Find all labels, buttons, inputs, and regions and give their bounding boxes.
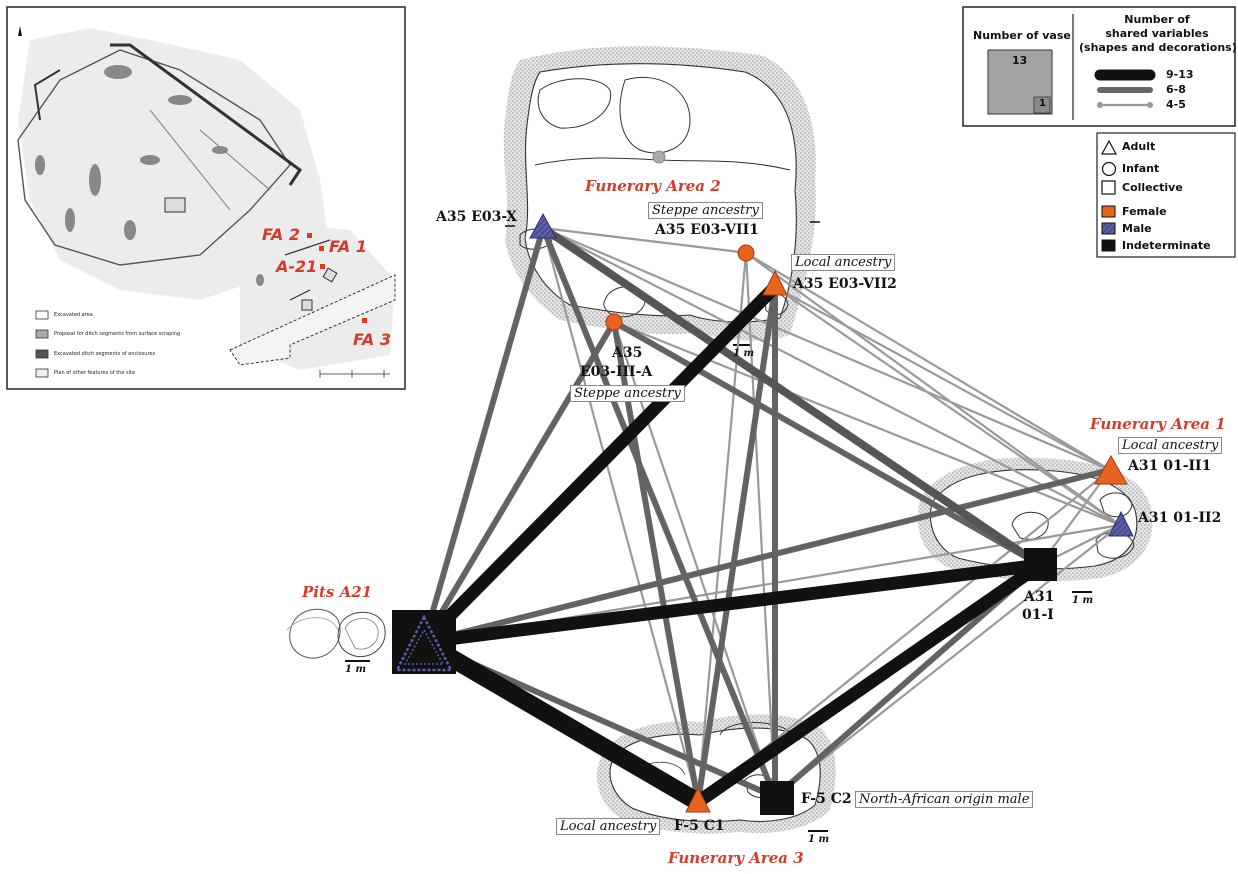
edge-iiia-i [612,319,1042,568]
edge-vii1-c1 [696,252,748,803]
edge-iiia-ii2 [613,320,1121,527]
edge-e03x-pits [421,227,546,643]
label-a35-e03-vii1: A35 E03-VII1 [655,222,759,238]
legend-shared-title-1: Number of [1124,13,1190,26]
inset-label-fa1: FA 1 [329,237,367,256]
ancestry-local-c1: Local ancestry [556,818,661,835]
a31-01-ii2-node [1108,510,1134,537]
a35-e03-vii2-node [762,269,788,296]
label-pits-a21: Pits A21 [302,583,373,601]
scale-label-fa1: 1 m [1072,595,1094,606]
scale-label-fa3: 1 m [808,834,830,845]
label-a35-e03-vii2: A35 E03-VII2 [793,276,897,292]
label-a31-01-ii2: A31 01-II2 [1138,510,1222,526]
inset-legend-1: Excavated area [54,312,93,318]
scale-label-pits: 1 m [345,664,367,675]
a35-e03-iii-a-node [605,313,623,331]
ancestry-local-ii1: Local ancestry [1118,437,1223,454]
scale-bars [345,344,1092,832]
a35-e03-vii1-node [737,244,755,262]
edge-i-c1 [694,559,1044,808]
edge-vii1-ii1 [745,252,1111,471]
edge-e03x-i [540,224,1043,569]
edge-iiia-pits [421,320,617,644]
ancestry-local-vii2: Local ancestry [791,254,896,271]
legend-shared-title-2: shared variables [1105,27,1209,40]
inset-label-fa2: FA 2 [262,225,300,244]
ancestry-steppe-vii1: Steppe ancestry [648,202,763,219]
edge-e03x-vii1 [542,226,749,255]
edges [419,224,1121,810]
legend-male: Male [1122,222,1152,235]
edge-pits-vii2 [419,282,780,647]
edge-pits-i [423,558,1041,649]
inset-legend-3: Excavated ditch segments of enclosures [54,351,156,357]
label-a31-01-ii1: A31 01-II1 [1128,458,1212,474]
legend-bin-high: 9-13 [1166,68,1194,81]
edge-e03x-ii1 [542,226,1111,472]
edge-vii2-ii2 [774,286,1121,526]
inset-legend-4: Plan of other features of the site [54,370,136,376]
label-a35-e03-iii-a-line1: A35 [612,345,643,361]
edge-e03x-c1b [541,227,700,803]
legend-female: Female [1122,205,1167,218]
inset-label-a21: A-21 [276,257,318,276]
label-a35-e03-x: A35 E03-X [436,209,518,225]
ancestry-steppe-iii-a: Steppe ancestry [570,385,685,402]
label-a31-01-i-line2: 01-I [1022,607,1054,623]
edge-e03x-c2 [540,226,778,799]
funerary-area-1-plan [917,457,1153,582]
legend-box [962,6,1236,127]
nodes [392,212,1134,815]
a31-01-i-node [1024,548,1057,581]
legend-bin-low: 4-5 [1166,98,1186,111]
legend-shared-title-3: (shapes and decorations) [1079,41,1237,54]
inset-legend-2: Proposal for ditch segments from surface… [54,331,181,337]
ancestry-north-african-c2: North-African origin male [855,791,1034,808]
edge-vii1-c2 [744,252,777,798]
legend-infant: Infant [1122,162,1160,175]
legend-vase-max: 13 [1012,54,1028,67]
legend-indeterminate: Indeterminate [1122,239,1211,252]
legend-adult: Adult [1122,140,1156,153]
edge-pits-c1 [419,634,703,810]
label-funerary-area-1: Funerary Area 1 [1090,415,1226,433]
edge-iiia-c1 [611,321,701,803]
label-funerary-area-2: Funerary Area 2 [585,177,721,195]
f5-c2-node [760,781,794,815]
edge-i-c2-mid [773,562,1042,800]
inset-label-fa3: FA 3 [353,330,391,349]
edge-vii1-ii2 [745,252,1121,526]
scale-label-fa2: 1 m [733,348,755,359]
label-a35-e03-iii-a-line2: E03-III-A [580,364,653,380]
edge-pits-ii1 [423,467,1111,645]
edge-e03x-ii2 [542,227,1121,526]
pits-a21-triangle [394,614,454,672]
inset-map [6,6,406,390]
pits-a21-plan [286,608,386,659]
legend-bin-mid: 6-8 [1166,83,1186,96]
a35-e03-x-node [529,212,557,239]
legend-vase-title: Number of vase [973,29,1071,42]
symbol-legend [1096,132,1236,258]
label-f5-c2: F-5 C2 [801,791,852,807]
a31-01-ii1-node [1094,454,1128,485]
label-f5-c1: F-5 C1 [674,818,725,834]
f5-c1-node [685,786,711,813]
edge-vii2-ii1 [774,286,1111,471]
legend-collective: Collective [1122,181,1183,194]
label-funerary-area-3: Funerary Area 3 [668,849,804,867]
legend-vase-min: 1 [1039,98,1046,109]
edge-ii2-c2 [774,524,1121,798]
label-a31-01-i-line1: A31 [1024,589,1055,605]
